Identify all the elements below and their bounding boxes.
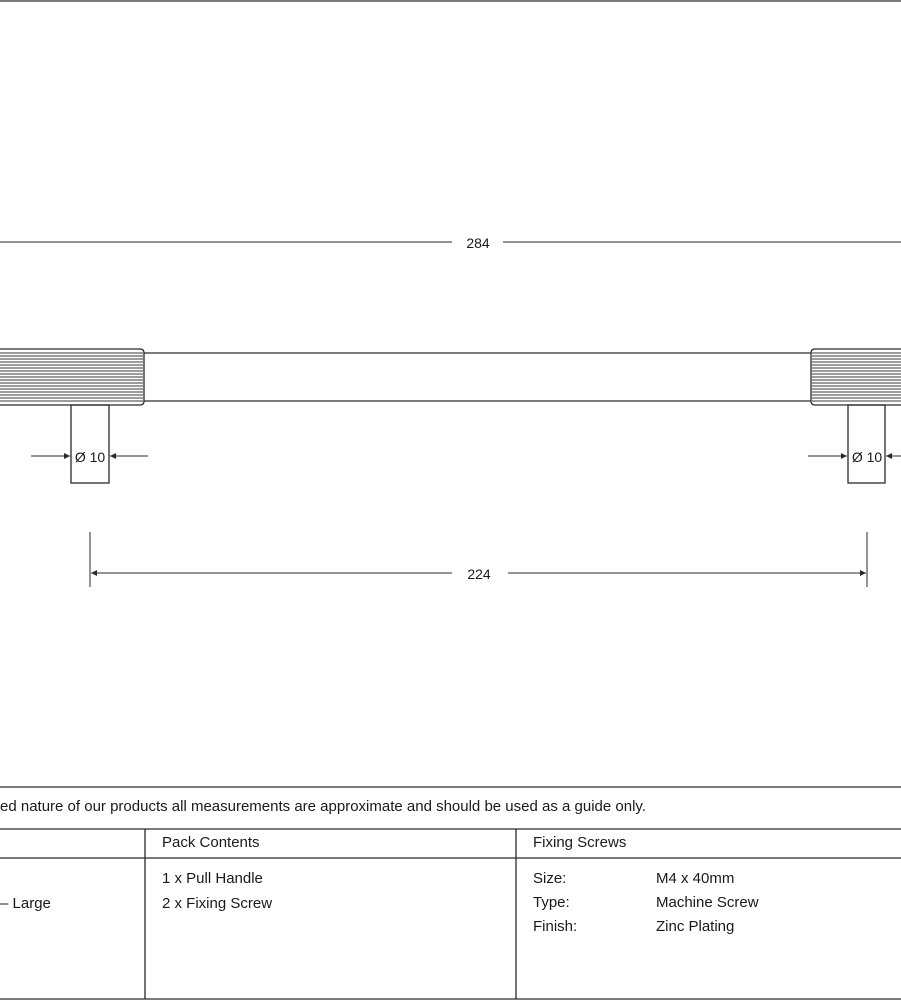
screw-spec-label: Type: [533,894,570,911]
measurement-disclaimer: ed nature of our products all measuremen… [0,798,646,815]
pack-item: 1 x Pull Handle [162,870,263,887]
right-post [847,404,886,484]
screw-spec-label: Finish: [533,918,578,935]
screw-spec-label: Size: [533,870,567,887]
product-name-fragment: – Large [0,895,51,912]
fixing-screws-header: Fixing Screws [533,834,627,851]
left-diameter-label: Ø 10 [75,449,106,465]
right-knurled-end [810,348,901,406]
left-post [70,404,110,484]
overall-length-label: 284 [466,235,490,251]
right-diameter-label: Ø 10 [852,449,883,465]
hole-centres-label: 224 [467,566,491,582]
left-knurled-end [0,348,145,406]
pack-item: 2 x Fixing Screw [162,895,273,912]
screw-spec-value: M4 x 40mm [656,870,735,887]
screw-spec-value: Machine Screw [656,894,759,911]
screw-spec-value: Zinc Plating [656,918,735,935]
pack-contents-header: Pack Contents [162,834,260,851]
